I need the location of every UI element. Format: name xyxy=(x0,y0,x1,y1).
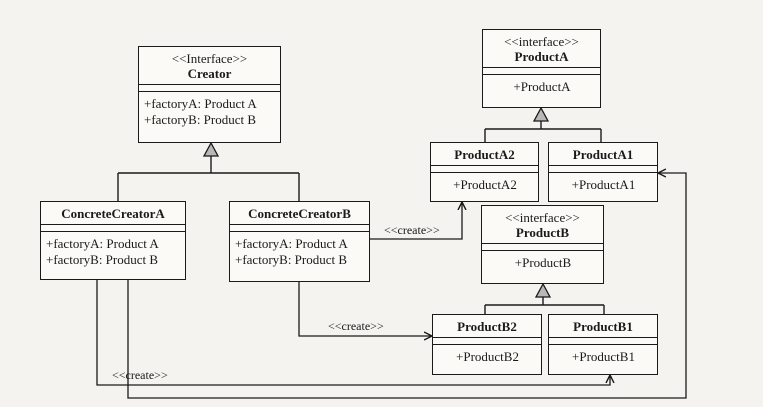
operation: +ProductB xyxy=(514,255,572,270)
generalization-arrowhead xyxy=(202,141,220,157)
class-name: ProductB xyxy=(515,225,570,240)
stereotype-label: <<interface>> xyxy=(504,34,579,49)
create-label-b-to-b2: <<create>> xyxy=(328,319,384,333)
producta-generalization xyxy=(484,106,602,142)
class-concrete-creator-a[interactable]: ConcreteCreatorA +factoryA: Product A +f… xyxy=(40,201,186,280)
class-header: ConcreteCreatorA xyxy=(41,202,185,225)
attribute-compartment xyxy=(483,68,600,75)
attribute-compartment xyxy=(433,338,541,345)
class-header: <<Interface>> Creator xyxy=(139,47,280,85)
create-dependency-a-to-a1 xyxy=(127,173,687,399)
class-name: ProductA1 xyxy=(572,147,634,162)
class-name: ProductA xyxy=(514,49,569,64)
operation: +factoryA: Product A xyxy=(46,236,159,251)
operation-compartment: +ProductA xyxy=(483,75,600,98)
class-name: ProductB2 xyxy=(457,319,517,334)
operation-compartment: +factoryA: Product A +factoryB: Product … xyxy=(41,232,185,271)
operation-compartment: +factoryA: Product A +factoryB: Product … xyxy=(139,92,280,131)
operation-compartment: +ProductA1 xyxy=(549,173,657,196)
attribute-compartment xyxy=(431,166,538,173)
class-name: ProductA2 xyxy=(454,147,515,162)
operation: +factoryB: Product B xyxy=(46,252,159,267)
operation: +ProductA xyxy=(513,79,571,94)
attribute-compartment xyxy=(549,166,657,173)
operation-compartment: +factoryA: Product A +factoryB: Product … xyxy=(230,232,369,271)
generalization-arrowhead xyxy=(532,106,550,122)
create-dependency-a-to-b1 xyxy=(96,280,610,386)
attribute-compartment xyxy=(139,85,280,92)
operation-compartment: +ProductB1 xyxy=(549,345,657,368)
operation-compartment: +ProductB2 xyxy=(433,345,541,368)
class-header: ConcreteCreatorB xyxy=(230,202,369,225)
class-name: ProductB1 xyxy=(573,319,633,334)
class-concrete-creator-b[interactable]: ConcreteCreatorB +factoryA: Product A +f… xyxy=(229,201,370,282)
class-creator[interactable]: <<Interface>> Creator +factoryA: Product… xyxy=(138,46,281,143)
operation: +factoryA: Product A xyxy=(144,96,257,111)
productb-generalization xyxy=(484,282,605,314)
class-name: ConcreteCreatorB xyxy=(248,206,351,221)
class-name: Creator xyxy=(187,66,232,81)
class-header: ProductA2 xyxy=(431,143,538,166)
stereotype-label: <<interface>> xyxy=(505,210,580,225)
attribute-compartment xyxy=(549,338,657,345)
class-name: ConcreteCreatorA xyxy=(61,206,165,221)
class-header: <<interface>> ProductA xyxy=(483,30,600,68)
operation: +ProductB2 xyxy=(456,349,519,364)
class-product-a2[interactable]: ProductA2 +ProductA2 xyxy=(430,142,539,202)
create-label-b-to-a2: <<create>> xyxy=(384,223,440,237)
class-product-b1[interactable]: ProductB1 +ProductB1 xyxy=(548,314,658,375)
operation: +ProductA1 xyxy=(571,177,636,192)
class-header: <<interface>> ProductB xyxy=(482,206,603,244)
generalization-arrowhead xyxy=(534,282,552,298)
class-header: ProductA1 xyxy=(549,143,657,166)
class-header: ProductB1 xyxy=(549,315,657,338)
create-label-a-to-b1: <<create>> xyxy=(112,368,168,382)
operation: +factoryB: Product B xyxy=(144,112,257,127)
creator-generalization xyxy=(117,141,300,201)
create-dependency-b-to-a2 xyxy=(370,202,462,240)
operation: +factoryA: Product A xyxy=(235,236,348,251)
operation-compartment: +ProductA2 xyxy=(431,173,538,196)
class-product-a1[interactable]: ProductA1 +ProductA1 xyxy=(548,142,658,202)
operation: +ProductB1 xyxy=(572,349,635,364)
create-dependency-b-to-b2 xyxy=(298,282,432,336)
class-product-b[interactable]: <<interface>> ProductB +ProductB xyxy=(481,205,604,284)
operation-compartment: +ProductB xyxy=(482,251,603,274)
stereotype-label: <<Interface>> xyxy=(171,51,248,66)
operation: +ProductA2 xyxy=(453,177,517,192)
class-product-b2[interactable]: ProductB2 +ProductB2 xyxy=(432,314,542,375)
attribute-compartment xyxy=(482,244,603,251)
class-product-a[interactable]: <<interface>> ProductA +ProductA xyxy=(482,29,601,108)
class-header: ProductB2 xyxy=(433,315,541,338)
operation: +factoryB: Product B xyxy=(235,252,348,267)
attribute-compartment xyxy=(230,225,369,232)
attribute-compartment xyxy=(41,225,185,232)
